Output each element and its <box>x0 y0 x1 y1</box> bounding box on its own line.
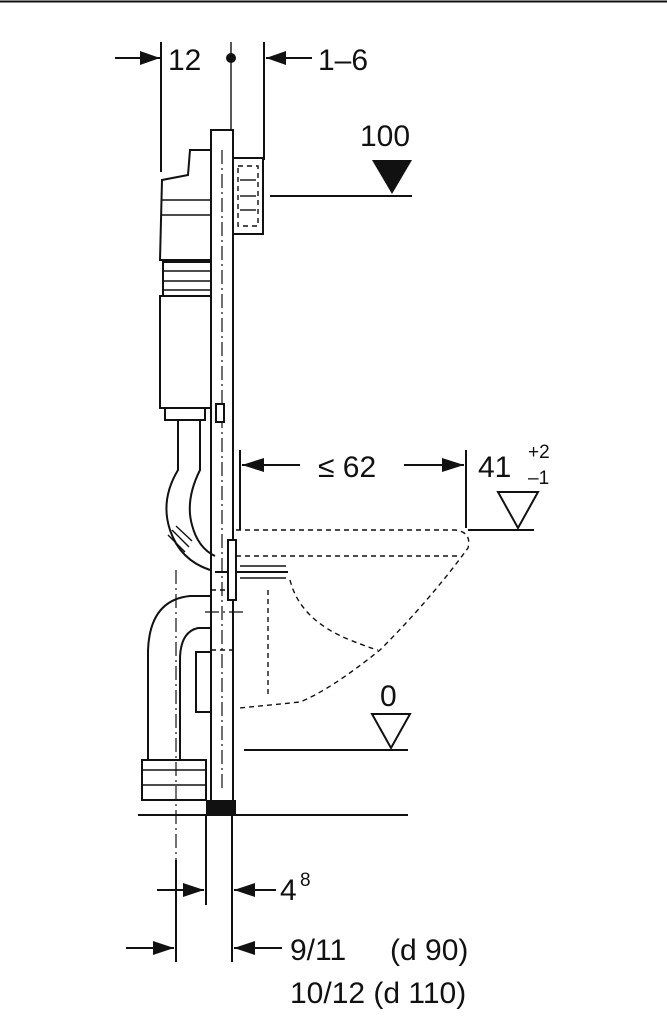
bowl-height-minus-label: –1 <box>528 468 549 489</box>
floor-level-triangle-icon <box>370 713 412 751</box>
flush-height-label: 100 <box>360 120 410 153</box>
toilet-bowl-outline <box>236 529 470 709</box>
projection-dimension: ≤ 62 <box>239 450 467 530</box>
top-dimension: 12 1–6 <box>115 42 368 172</box>
cistern <box>158 149 212 421</box>
bowl-projection-label: ≤ 62 <box>318 451 376 484</box>
mounting-bolt <box>215 539 288 601</box>
level-triangle-icon <box>372 160 412 194</box>
top-right-offset-label: 1–6 <box>318 44 368 77</box>
drain-offset-label-1: 9/11 <box>290 934 346 967</box>
flush-plate <box>232 157 264 235</box>
foot-depth-sup-label: 8 <box>300 870 311 891</box>
bowl-height-marker: 41 +2 –1 <box>468 442 550 531</box>
bowl-height-plus-label: +2 <box>528 442 550 463</box>
drain-diameter-label-1: (d 90) <box>390 934 468 967</box>
foot-depth-label: 4 <box>280 874 297 907</box>
mounting-frame <box>206 129 236 814</box>
floor-level-label: 0 <box>380 680 397 713</box>
level-triangle-outline-icon <box>496 491 540 531</box>
drain-offset-label-2: 10/12 (d 110) <box>290 977 466 1010</box>
flush-pipe <box>165 420 216 571</box>
top-left-offset-label: 12 <box>168 44 201 77</box>
flush-height-marker: 100 <box>270 120 412 197</box>
bottom-dimensions: 4 8 9/11 (d 90) 10/12 (d 110) <box>126 815 468 1010</box>
drain-elbow <box>141 570 246 860</box>
bowl-height-label: 41 <box>478 451 511 484</box>
floor-level-marker: 0 <box>244 680 412 751</box>
